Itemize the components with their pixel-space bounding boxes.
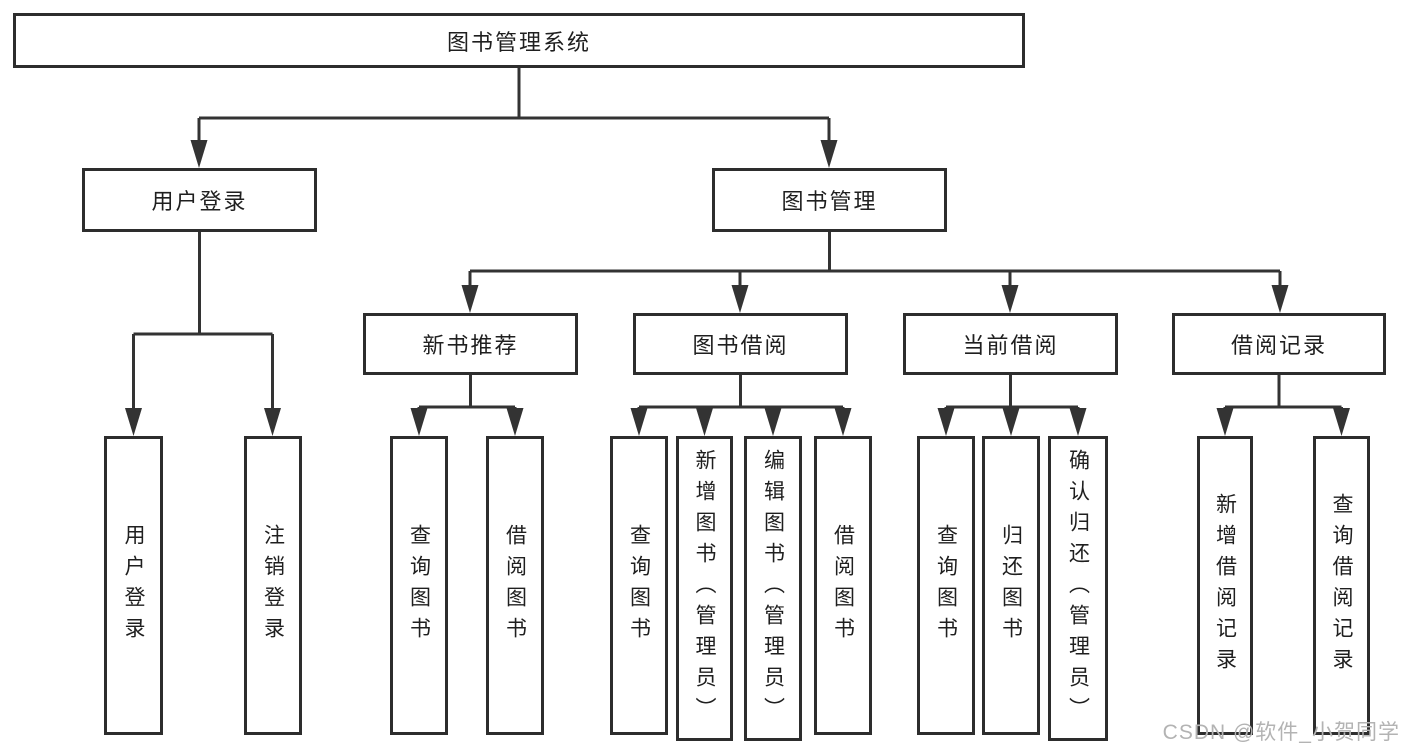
connectors-current-borrowing [937,375,1087,436]
connectors-new-book-recommendation [410,375,524,436]
node-label: 查询图书 [934,523,958,648]
arrow-down-icon [1002,408,1020,436]
arrow-down-icon [696,408,713,436]
node-book-management: 图书管理 [712,168,947,232]
node-add-borrow-record: 新增借阅记录 [1197,436,1253,735]
node-query-books-cb: 查询图书 [917,436,975,735]
node-edit-books-admin: 编辑图书（管理员） [744,436,802,741]
node-label: 确认归还（管理员） [1066,449,1090,728]
node-query-books-bb: 查询图书 [610,436,668,735]
node-logout: 注销登录 [244,436,302,735]
node-label: 借阅图书 [503,523,527,648]
node-user-login: 用户登录 [82,168,317,232]
connectors-user-login [125,232,281,436]
node-label: 注销登录 [261,523,285,648]
node-borrowing-records: 借阅记录 [1172,313,1386,375]
node-user-login-action: 用户登录 [104,436,163,735]
arrow-down-icon [937,408,955,436]
node-label: 用户登录 [122,523,145,648]
node-label: 查询图书 [407,523,431,648]
arrow-down-icon [630,408,648,436]
node-label: 新增图书（管理员） [693,449,716,728]
node-add-books-admin: 新增图书（管理员） [676,436,733,741]
arrow-down-icon [820,140,838,168]
arrow-down-icon [1271,285,1289,313]
arrow-down-icon [731,285,749,313]
node-label: 编辑图书（管理员） [761,449,785,728]
node-borrow-books-bb: 借阅图书 [814,436,872,735]
node-query-books-nbr: 查询图书 [390,436,448,735]
connectors-book-borrowing [630,375,852,436]
node-confirm-return-admin: 确认归还（管理员） [1048,436,1108,741]
node-query-borrow-record: 查询借阅记录 [1313,436,1370,735]
arrow-down-icon [190,140,208,168]
arrow-down-icon [1001,285,1019,313]
node-label: 归还图书 [999,523,1023,648]
connectors-book-management [461,232,1289,313]
node-return-books: 归还图书 [982,436,1040,735]
arrow-down-icon [264,408,281,436]
arrow-down-icon [410,408,428,436]
node-book-management-system: 图书管理系统 [13,13,1025,68]
arrow-down-icon [834,408,852,436]
node-label: 查询图书 [627,523,651,648]
connectors-level1 [190,68,838,168]
arrow-down-icon [764,408,782,436]
arrow-down-icon [1216,408,1234,436]
node-label: 借阅图书 [831,523,855,648]
node-new-book-recommendation: 新书推荐 [363,313,578,375]
node-book-borrowing: 图书借阅 [633,313,848,375]
arrow-down-icon [1069,408,1087,436]
arrow-down-icon [506,408,524,436]
node-borrow-books-nbr: 借阅图书 [486,436,544,735]
arrow-down-icon [1333,408,1350,436]
node-label: 新增借阅记录 [1213,492,1237,679]
arrow-down-icon [125,408,142,436]
node-current-borrowing: 当前借阅 [903,313,1118,375]
node-label: 查询借阅记录 [1330,492,1353,679]
arrow-down-icon [461,285,479,313]
csdn-watermark: CSDN @软件_小贺同学 [1162,721,1400,744]
connectors-borrowing-records [1216,375,1350,436]
